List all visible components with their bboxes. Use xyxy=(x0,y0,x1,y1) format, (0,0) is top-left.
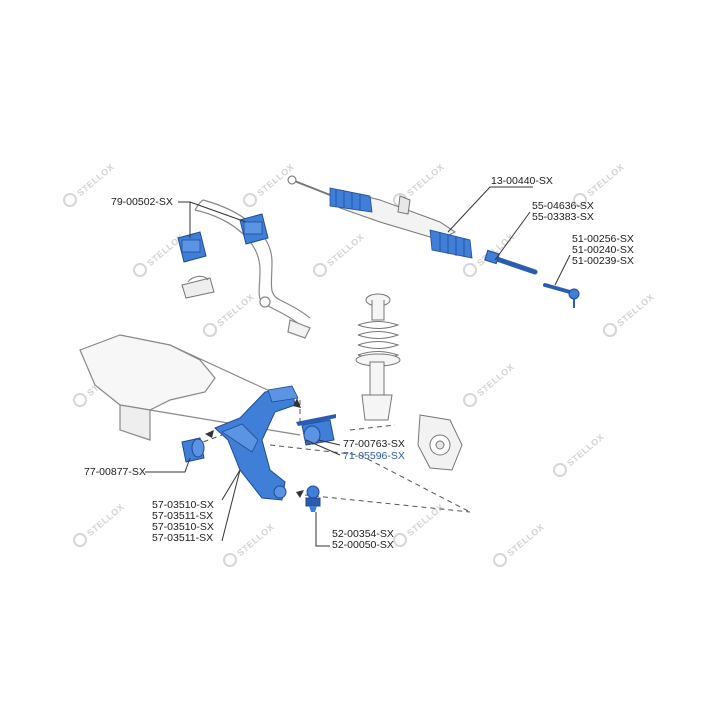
label-tie-rod: 55-04636-SX 55-03383-SX xyxy=(532,201,594,223)
part-number: 57-03510-SX xyxy=(152,521,214,533)
tie-rod xyxy=(484,249,538,275)
watermark-text: STELLOX xyxy=(235,522,276,559)
stellox-logo-icon: STELLOX xyxy=(313,232,366,277)
subframe xyxy=(79,334,301,441)
stellox-logo-icon: STELLOX xyxy=(133,232,186,277)
leader-lines xyxy=(145,186,571,547)
stellox-logo-icon: STELLOX xyxy=(603,292,656,337)
watermark-text: STELLOX xyxy=(215,292,256,329)
stellox-logo-icon: STELLOX xyxy=(463,362,516,407)
arm-bushing-rear xyxy=(296,414,336,446)
steering-knuckle xyxy=(417,414,463,471)
part-number: 55-04636-SX xyxy=(532,200,594,212)
watermark-text: STELLOX xyxy=(505,522,546,559)
part-number: 51-00240-SX xyxy=(572,244,634,256)
arm-bushing-front xyxy=(181,437,205,463)
part-number: 77-00877-SX xyxy=(84,466,146,478)
control-arm xyxy=(214,385,299,501)
stellox-logo-icon: STELLOX xyxy=(63,162,116,207)
part-number: 79-00502-SX xyxy=(111,196,173,208)
label-arm-bracket: 71-05596-SX xyxy=(343,451,405,462)
watermark-text: STELLOX xyxy=(75,162,116,199)
stellox-logo-icon: STELLOX xyxy=(553,432,606,477)
ball-joint xyxy=(305,485,321,512)
part-number: 13-00440-SX xyxy=(491,175,553,187)
watermark-text: STELLOX xyxy=(325,232,366,269)
label-arm-bushing-rear: 77-00763-SX xyxy=(343,439,405,450)
label-control-arm: 57-03510-SX 57-03511-SX 57-03510-SX 57-0… xyxy=(152,500,214,544)
part-number: 52-00050-SX xyxy=(332,539,394,551)
steering-rack xyxy=(287,175,473,259)
watermark-text: STELLOX xyxy=(585,162,626,199)
part-number: 55-03383-SX xyxy=(532,211,594,223)
watermark-text: STELLOX xyxy=(475,362,516,399)
watermark-text: STELLOX xyxy=(405,162,446,199)
part-number: 57-03510-SX xyxy=(152,499,214,511)
tie-rod-end xyxy=(543,283,580,308)
stellox-logo-icon: STELLOX xyxy=(493,522,546,567)
stellox-logo-icon: STELLOX xyxy=(223,522,276,567)
label-arm-bushing-front: 77-00877-SX xyxy=(84,467,146,478)
label-tie-rod-end: 51-00256-SX 51-00240-SX 51-00239-SX xyxy=(572,234,634,267)
watermark-text: STELLOX xyxy=(615,292,656,329)
bushing-bracket xyxy=(181,275,215,299)
part-number: 51-00256-SX xyxy=(572,233,634,245)
part-number: 71-05596-SX xyxy=(343,450,405,462)
watermark-text: STELLOX xyxy=(85,502,126,539)
label-ball-joint: 52-00354-SX 52-00050-SX xyxy=(332,529,394,551)
part-number: 57-03511-SX xyxy=(152,510,214,522)
stabilizer-bar xyxy=(194,199,311,339)
stabilizer-bushing xyxy=(177,213,269,263)
stellox-logo-icon: STELLOX xyxy=(203,292,256,337)
pointer-arrows xyxy=(205,398,304,498)
part-number: 57-03511-SX xyxy=(152,532,214,544)
stellox-logo-icon: STELLOX xyxy=(73,502,126,547)
label-stab-bushing: 79-00502-SX xyxy=(111,197,173,208)
part-number: 51-00239-SX xyxy=(572,255,634,267)
stellox-logo-icon: STELLOX xyxy=(393,502,446,547)
watermark-text: STELLOX xyxy=(565,432,606,469)
strut-assembly xyxy=(355,293,401,421)
part-number: 77-00763-SX xyxy=(343,438,405,450)
part-number: 52-00354-SX xyxy=(332,528,394,540)
label-steering-rack: 13-00440-SX xyxy=(491,176,553,187)
stellox-logo-icon: STELLOX xyxy=(243,162,296,207)
